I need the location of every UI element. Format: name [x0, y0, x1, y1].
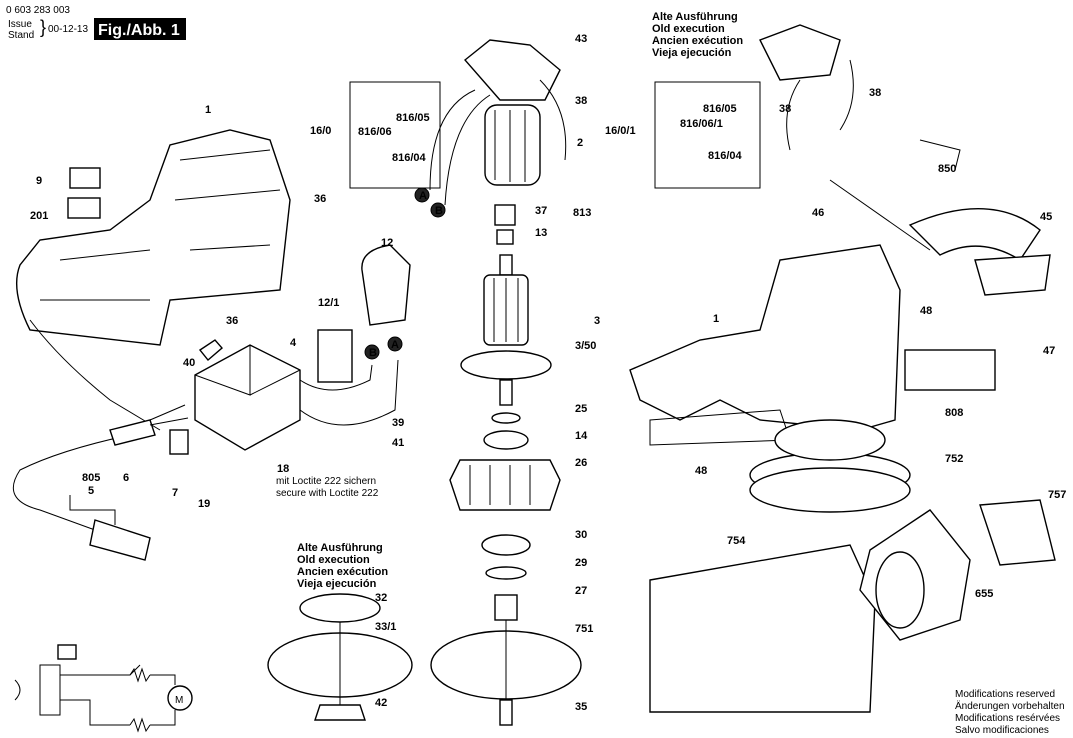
part-callout: 43 — [575, 33, 587, 45]
part-callout: 30 — [575, 529, 587, 541]
part-callout: 48 — [695, 465, 707, 477]
part-callout: 805 — [82, 472, 100, 484]
svg-text:Alte Ausführung: Alte Ausführung — [652, 11, 738, 23]
part-callout: 27 — [575, 585, 587, 597]
svg-text:Alte Ausführung: Alte Ausführung — [297, 542, 383, 554]
issue-label: Issue — [8, 19, 32, 30]
part-callout: 14 — [575, 430, 588, 442]
part-callout: 754 — [727, 535, 746, 547]
svg-text:Old execution: Old execution — [297, 554, 370, 566]
part-callout: 41 — [392, 437, 404, 449]
svg-text:Ancien exécution: Ancien exécution — [652, 35, 743, 47]
part-callout: 48 — [920, 305, 932, 317]
part-callout: 816/06/1 — [680, 118, 723, 130]
part-callout: 40 — [183, 357, 195, 369]
part-callout: 816/04 — [392, 152, 427, 164]
part-number: 0 603 283 003 — [6, 5, 70, 16]
part-callout: 6 — [123, 472, 129, 484]
part-callout: 38 — [575, 95, 587, 107]
figure-label: Fig./Abb. 1 — [98, 22, 180, 39]
part-callout: 816/05 — [703, 103, 737, 115]
part-callout: 38 — [869, 87, 881, 99]
part-callout: 4 — [290, 337, 297, 349]
part-callout: A — [419, 190, 427, 202]
svg-text:Vieja ejecución: Vieja ejecución — [652, 47, 732, 59]
part-callout: 13 — [535, 227, 547, 239]
part-callout: 19 — [198, 498, 210, 510]
switch-drawing — [194, 244, 411, 451]
part-callout: 7 — [172, 487, 178, 499]
part-callout: 32 — [375, 592, 387, 604]
part-callout: 1 — [205, 104, 211, 116]
brush-holder-old-drawing — [759, 24, 854, 151]
part-callout: 813 — [573, 207, 591, 219]
svg-text:secure with Loctite 222: secure with Loctite 222 — [276, 488, 379, 499]
part-callout: 36 — [314, 193, 326, 205]
part-callout: B — [435, 205, 443, 217]
part-callout: 757 — [1048, 489, 1066, 501]
old-execution-note-bottom: Alte Ausführung Old execution Ancien exé… — [297, 542, 388, 590]
figure-badge — [94, 18, 186, 40]
stand-label: Stand — [8, 30, 34, 41]
part-callout: 39 — [392, 417, 404, 429]
part-callout: 2 — [577, 137, 583, 149]
svg-text:Salvo modificaciones: Salvo modificaciones — [955, 725, 1049, 736]
part-callout: 16/0/1 — [605, 125, 636, 137]
svg-text:Old execution: Old execution — [652, 23, 725, 35]
part-callout: 850 — [938, 163, 956, 175]
wiring-schematic: M — [14, 644, 193, 733]
part-callout: 3 — [594, 315, 600, 327]
part-callout: 9 — [36, 175, 42, 187]
part-callout: 808 — [945, 407, 963, 419]
part-callout: B — [369, 347, 377, 359]
part-callout: 3/50 — [575, 340, 596, 352]
part-callout: 16/0 — [310, 125, 331, 137]
part-callouts: 1920136364041212/118BA394167198055433821… — [30, 33, 1066, 713]
motor-symbol: M — [175, 695, 183, 706]
sander-drawing — [629, 139, 1056, 713]
svg-text:mit Loctite 222 sichern: mit Loctite 222 sichern — [276, 476, 376, 487]
part-callout: 816/05 — [396, 112, 430, 124]
part-callout: 18 — [277, 463, 289, 475]
part-callout: 29 — [575, 557, 587, 569]
part-callout: 5 — [88, 485, 94, 497]
svg-text:Änderungen vorbehalten: Änderungen vorbehalten — [955, 700, 1065, 712]
svg-text:Ancien exécution: Ancien exécution — [297, 566, 388, 578]
part-callout: 47 — [1043, 345, 1055, 357]
part-callout: 36 — [226, 315, 238, 327]
svg-text:Modifications reserved: Modifications reserved — [955, 689, 1055, 700]
part-callout: A — [391, 339, 399, 351]
part-callout: 816/04 — [708, 150, 743, 162]
housing-drawing — [15, 129, 291, 431]
part-callout: 12/1 — [318, 297, 339, 309]
part-callout: 33/1 — [375, 621, 396, 633]
svg-text:Modifications resérvées: Modifications resérvées — [955, 713, 1060, 724]
part-callout: 751 — [575, 623, 593, 635]
cord-drawing — [12, 404, 189, 561]
svg-text:}: } — [40, 17, 46, 37]
part-callout: 37 — [535, 205, 547, 217]
part-callout: 42 — [375, 697, 387, 709]
part-callout: 46 — [812, 207, 824, 219]
issue-date: 00-12-13 — [48, 24, 88, 35]
part-callout: 26 — [575, 457, 587, 469]
part-callout: 816/06 — [358, 126, 392, 138]
part-callout: 25 — [575, 403, 587, 415]
part-callout: 12 — [381, 237, 393, 249]
armature-drawing — [430, 254, 582, 726]
part-callout: 655 — [975, 588, 993, 600]
part-callout: 45 — [1040, 211, 1052, 223]
old-execution-note-top: Alte Ausführung Old execution Ancien exé… — [652, 11, 743, 59]
loctite-note: mit Loctite 222 sichern secure with Loct… — [276, 476, 379, 499]
svg-text:Vieja ejecución: Vieja ejecución — [297, 578, 377, 590]
field-assembly-drawing — [349, 39, 761, 245]
part-callout: 1 — [713, 313, 719, 325]
modifications-note: Modifications reserved Änderungen vorbeh… — [955, 689, 1065, 736]
part-callout: 35 — [575, 701, 587, 713]
part-callout: 752 — [945, 453, 963, 465]
part-callout: 38 — [779, 103, 791, 115]
part-callout: 201 — [30, 210, 48, 222]
sanding-pad-old-drawing — [267, 593, 413, 721]
